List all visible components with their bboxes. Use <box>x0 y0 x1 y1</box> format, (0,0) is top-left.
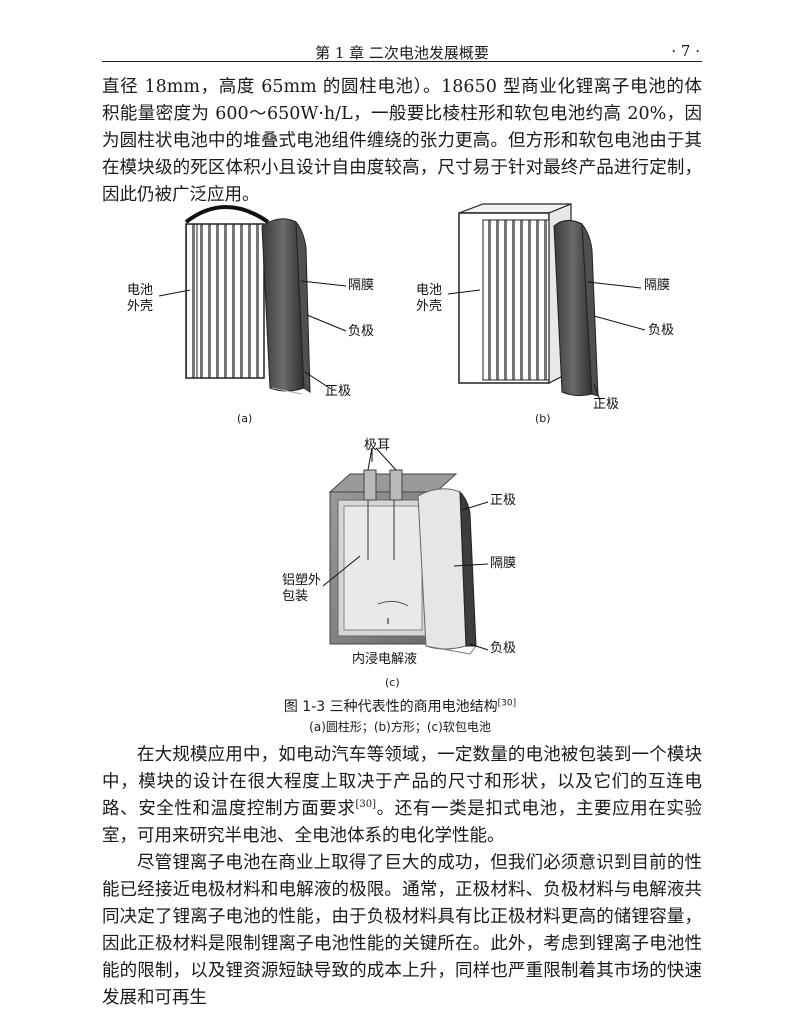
separator-label-b: 隔膜 <box>644 278 671 293</box>
figure-caption: 图 1-3 三种代表性的商用电池结构[30] <box>283 698 517 715</box>
anode-label-b: 负极 <box>648 323 675 338</box>
anode-label-a: 负极 <box>348 324 375 339</box>
electrolyte-label-c: 内浸电解液 <box>352 652 418 667</box>
cathode-label-c: 正极 <box>490 493 517 508</box>
shell-label-a: 电池外壳 <box>127 283 154 314</box>
anode-label-c: 负极 <box>490 641 517 656</box>
header-rule <box>102 61 702 62</box>
subfigure-tag-c: (c) <box>385 676 400 689</box>
pouch-cell-drawing <box>322 447 489 655</box>
page-number: · 7 · <box>671 42 700 60</box>
citation-30[interactable]: [30] <box>355 799 377 811</box>
cylindrical-cell-drawing <box>158 205 347 395</box>
figure-subcaption: (a)圆柱形；(b)方形；(c)软包电池 <box>309 720 491 734</box>
paragraph-3: 尽管锂离子电池在商业上取得了巨大的成功，但我们必须意识到目前的性能已经接近电极材… <box>102 853 702 1008</box>
paragraph-2: 在大规模应用中，如电动汽车等领域，一定数量的电池被包装到一个模块中，模块的设计在… <box>102 745 703 846</box>
separator-label-c: 隔膜 <box>490 556 517 571</box>
separator-label-a: 隔膜 <box>348 278 375 293</box>
pouch-label-c: 铝塑外包装 <box>282 573 322 604</box>
subfigure-tag-b: (b) <box>535 412 551 425</box>
subfigure-tag-a: (a) <box>237 412 253 425</box>
cathode-label-a: 正极 <box>325 384 352 399</box>
chapter-title: 第 1 章 二次电池发展概要 <box>315 44 489 62</box>
tabs-label-c: 极耳 <box>364 438 391 453</box>
prismatic-cell-drawing <box>447 203 646 401</box>
cathode-label-b: 正极 <box>593 397 620 412</box>
shell-label-b: 电池外壳 <box>416 283 443 314</box>
caption-citation: [30] <box>497 698 517 709</box>
paragraph-1: 直径 18mm，高度 65mm 的圆柱电池）。18650 型商业化锂离子电池的体… <box>102 77 702 205</box>
running-header: 第 1 章 二次电池发展概要 · 7 · <box>102 40 702 62</box>
